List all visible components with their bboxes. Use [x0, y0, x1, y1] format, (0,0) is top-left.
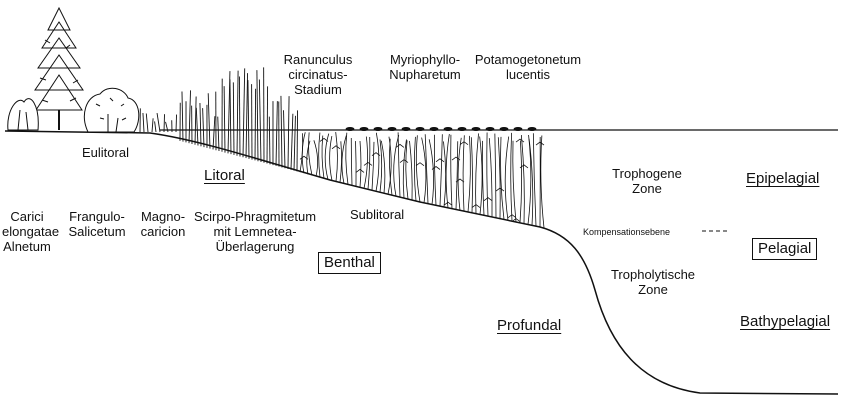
label-line: circinatus- [282, 67, 354, 82]
label-line: Trophogene [602, 166, 692, 181]
label-line: elongatae [2, 224, 52, 239]
label-line: Frangulo- [60, 209, 134, 224]
label-line: caricion [138, 224, 188, 239]
lake-bed-profile [5, 131, 838, 394]
label-benthal: Benthal [318, 252, 381, 274]
label-magnocaricion: Magno- caricion [138, 209, 188, 239]
label-line: mit Lemnetea- [190, 224, 320, 239]
label-line: Scirpo-Phragmitetum [190, 209, 320, 224]
label-line: lucentis [472, 67, 584, 82]
label-profundal: Profundal [497, 317, 561, 334]
label-potamogetonetum-lucentis: Potamogetonetum lucentis [472, 52, 584, 82]
label-trophogene-zone: Trophogene Zone [602, 166, 692, 196]
label-line: Stadium [282, 82, 354, 97]
label-line: Tropholytische [598, 267, 708, 282]
submerged-plants-icon [300, 127, 544, 227]
label-pelagial: Pelagial [752, 238, 817, 260]
label-line: Magno- [138, 209, 188, 224]
label-line: Überlagerung [190, 239, 320, 254]
label-tropholytische-zone: Tropholytische Zone [598, 267, 708, 297]
label-carici-alnetum: Carici elongatae Alnetum [2, 209, 52, 254]
conifer-tree-icon [35, 8, 83, 130]
label-line: Carici [2, 209, 52, 224]
label-line: Zone [598, 282, 708, 297]
label-bathypelagial: Bathypelagial [740, 313, 830, 330]
label-line: Nupharetum [382, 67, 468, 82]
label-sublitoral: Sublitoral [350, 207, 404, 222]
label-line: Zone [602, 181, 692, 196]
label-line: Ranunculus [282, 52, 354, 67]
reed-bed-icon [140, 67, 298, 171]
label-frangulo-salicetum: Frangulo- Salicetum [60, 209, 134, 239]
label-eulitoral: Eulitoral [82, 145, 129, 160]
label-scirpo-phragmitetum: Scirpo-Phragmitetum mit Lemnetea- Überla… [190, 209, 320, 254]
label-line: Myriophyllo- [382, 52, 468, 67]
label-ranunculus-stadium: Ranunculus circinatus- Stadium [282, 52, 354, 97]
small-shrub-icon [8, 99, 38, 130]
label-line: Potamogetonetum [472, 52, 584, 67]
deciduous-shrub-icon [84, 88, 138, 132]
label-myriophyllo-nupharetum: Myriophyllo- Nupharetum [382, 52, 468, 82]
label-line: Salicetum [60, 224, 134, 239]
label-epipelagial: Epipelagial [746, 170, 819, 187]
label-litoral: Litoral [204, 167, 245, 184]
label-kompensationsebene: Kompensationsebene [583, 227, 670, 237]
label-line: Alnetum [2, 239, 52, 254]
